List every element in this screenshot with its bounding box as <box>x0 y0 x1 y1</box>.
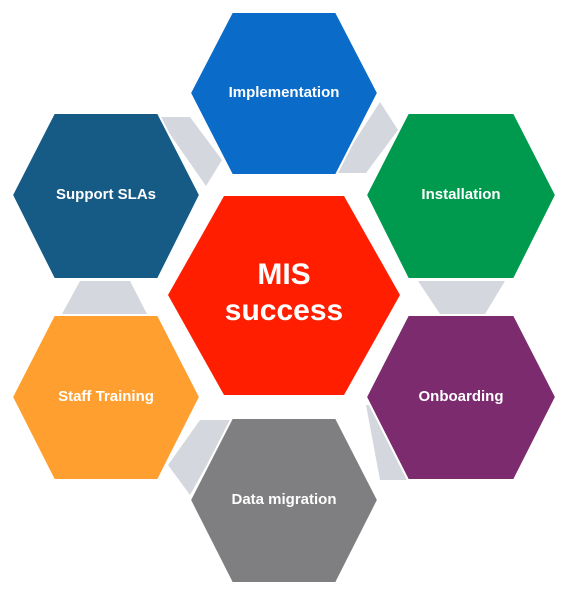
installation-hexagon-shape <box>364 112 558 280</box>
center-label-line1: MIS <box>257 258 310 291</box>
connector-support-implementation <box>158 117 222 186</box>
staff-training-hexagon-shape <box>10 314 202 481</box>
hexagon-data-migration: Data migration <box>188 417 380 584</box>
connector-stafftraining-support <box>62 281 147 314</box>
support-slas-label: Support SLAs <box>56 186 156 203</box>
hexagon-support-slas: Support SLAs <box>10 112 202 280</box>
implementation-label: Implementation <box>229 84 340 101</box>
implementation-hexagon-shape <box>188 11 380 176</box>
data-migration-hexagon-shape <box>188 417 380 584</box>
center-hexagon-shape <box>168 196 400 395</box>
support-slas-hexagon-shape <box>10 112 202 280</box>
hexagon-onboarding: Onboarding <box>364 314 558 481</box>
installation-label: Installation <box>421 186 500 203</box>
connector-installation-onboarding <box>418 281 505 314</box>
hexagon-staff-training: Staff Training <box>10 314 202 481</box>
hexagon-installation: Installation <box>364 112 558 280</box>
center-label-line2: success <box>225 294 343 327</box>
connector-implementation-installation <box>334 102 398 173</box>
onboarding-hexagon-shape <box>364 314 558 481</box>
connector-datamigration-stafftraining <box>168 420 232 495</box>
hexagon-implementation: Implementation <box>188 11 380 176</box>
data-migration-label: Data migration <box>231 491 336 508</box>
hexagon-center: MIS success <box>168 196 400 395</box>
staff-training-label: Staff Training <box>58 388 154 405</box>
onboarding-label: Onboarding <box>419 388 504 405</box>
